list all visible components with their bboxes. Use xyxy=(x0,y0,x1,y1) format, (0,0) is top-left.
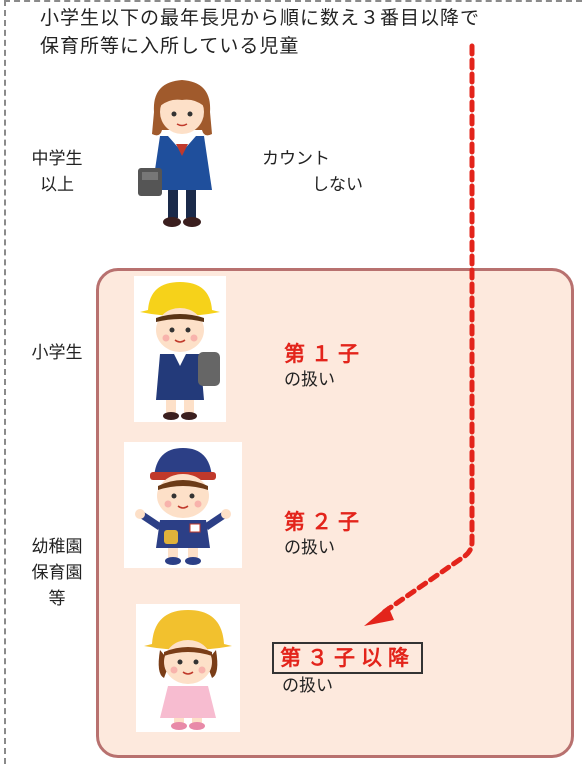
label-preschool: 幼稚園 保育園 等 xyxy=(18,534,96,612)
title-line-1: 小学生以下の最年長児から順に数え３番目以降で xyxy=(40,7,481,29)
title-line-2: 保育所等に入所している児童 xyxy=(40,35,300,57)
diagram-title: 小学生以下の最年長児から順に数え３番目以降で 保育所等に入所している児童 xyxy=(40,4,580,60)
second-child-treatment: 第２子 の扱い xyxy=(284,508,365,560)
schoolgirl-uniform-icon xyxy=(138,80,212,227)
first-child-treatment: 第１子 の扱い xyxy=(284,340,365,392)
count-note-line2: しない xyxy=(312,175,363,195)
diagram-frame xyxy=(4,0,582,764)
kindergarten-girl-icon xyxy=(144,610,232,730)
kindergarten-boy-icon xyxy=(135,448,231,565)
label-junior-high-line2: 以上 xyxy=(40,175,74,195)
child-2-tile xyxy=(124,442,242,568)
first-child-suffix: の扱い xyxy=(284,370,335,390)
label-junior-high: 中学生 以上 xyxy=(18,146,96,198)
third-child-treatment: 第３子以降 の扱い xyxy=(272,642,423,698)
schoolboy-yellow-cap-icon xyxy=(140,282,220,420)
count-note-line1: カウント xyxy=(262,149,330,169)
label-preschool-line2: 保育園 xyxy=(31,563,83,583)
label-junior-high-line1: 中学生 xyxy=(31,149,83,169)
label-preschool-line3: 等 xyxy=(48,589,66,609)
child-1-tile xyxy=(134,276,226,422)
child-3-tile xyxy=(136,604,240,732)
second-child-suffix: の扱い xyxy=(284,538,335,558)
second-child-ordinal: 第２子 xyxy=(284,510,365,534)
third-child-suffix: の扱い xyxy=(282,676,333,696)
third-child-ordinal: 第３子以降 xyxy=(272,642,423,674)
label-elementary: 小学生 xyxy=(31,343,83,363)
first-child-ordinal: 第１子 xyxy=(284,342,365,366)
counting-arrow-head xyxy=(364,606,394,626)
counting-arrow-line xyxy=(381,43,475,615)
label-preschool-line1: 幼稚園 xyxy=(31,537,83,557)
count-note: カウント しない xyxy=(250,146,400,198)
